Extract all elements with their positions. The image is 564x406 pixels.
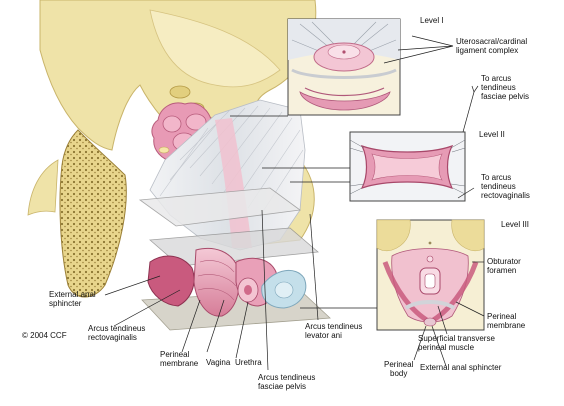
label-arcus-tendineus-rectovaginalis: Arcus tendineus rectovaginalis <box>88 324 146 342</box>
leader-lines <box>104 35 485 371</box>
label-uterosacral-cardinal: Uterosacral/cardinal ligament complex <box>456 37 528 55</box>
label-vagina: Vagina <box>206 358 231 367</box>
label-level-2: Level II <box>479 130 505 139</box>
level-planes <box>138 187 331 331</box>
label-level-1: Level I <box>420 16 444 25</box>
label-arcus-tendineus-fasciae-pelvis: Arcus tendineus fasciae pelvis <box>258 373 316 391</box>
label-superficial-transverse-perineal-muscle: Superficial transverse perineal muscle <box>418 334 495 352</box>
label-arcus-tendineus-levator-ani: Arcus tendineus levator ani <box>305 322 363 340</box>
label-to-arcus-rectovaginalis: To arcus tendineus rectovaginalis <box>481 173 530 200</box>
label-urethra: Urethra <box>235 358 262 367</box>
label-obturator-foramen: Obturator foramen <box>487 257 521 275</box>
label-perineal-body: Perineal body <box>384 360 414 378</box>
label-external-anal-sphincter-left: External anal sphincter <box>49 290 96 308</box>
inset-level-2 <box>349 131 466 202</box>
copyright-notice: © 2004 CCF <box>22 331 67 340</box>
inset-level-1 <box>287 18 401 116</box>
inset-level-3 <box>376 219 485 331</box>
label-perineal-membrane-left: Perineal membrane <box>160 350 199 368</box>
label-to-arcus-fasciae-pelvis: To arcus tendineus fasciae pelvis <box>481 74 530 101</box>
lower-pelvic-organs <box>147 247 307 317</box>
label-level-3: Level III <box>501 220 530 229</box>
label-perineal-membrane-right: Perineal membrane <box>487 312 526 330</box>
label-external-anal-sphincter-right: External anal sphincter <box>420 363 502 372</box>
